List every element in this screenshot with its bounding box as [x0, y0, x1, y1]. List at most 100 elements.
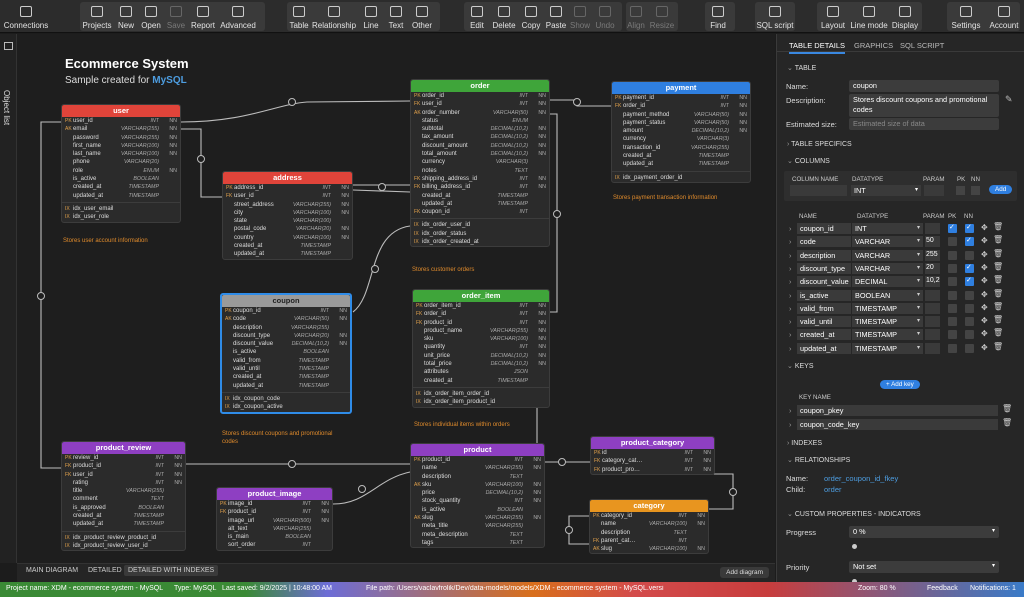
line-mode-button[interactable]: Line mode: [845, 0, 893, 33]
pk-checkbox[interactable]: [948, 250, 957, 260]
column-name-input[interactable]: created_at: [797, 329, 851, 341]
column-name-input[interactable]: description: [797, 249, 851, 261]
expand-icon[interactable]: ›: [789, 290, 792, 300]
pk-checkbox[interactable]: [948, 330, 957, 340]
table-header[interactable]: address: [223, 172, 352, 184]
column-type-select[interactable]: BOOLEAN: [852, 289, 923, 301]
column-name-input[interactable]: discount_value: [797, 276, 851, 288]
drag-handle-icon[interactable]: ✥: [981, 236, 988, 246]
expand-icon[interactable]: ›: [789, 303, 792, 313]
pk-checkbox[interactable]: [948, 290, 957, 300]
table-header[interactable]: order: [411, 80, 549, 92]
table-name-input[interactable]: coupon: [849, 80, 999, 92]
pk-checkbox[interactable]: [948, 263, 957, 273]
table-header[interactable]: coupon: [222, 295, 350, 307]
object-list-sidebar[interactable]: Object list: [0, 34, 17, 563]
column-type-select[interactable]: TIMESTAMP: [852, 316, 923, 328]
text-button[interactable]: Text: [372, 0, 420, 33]
new-column-pk-checkbox[interactable]: [956, 186, 965, 195]
column-param-input[interactable]: [925, 316, 940, 328]
delete-column-icon[interactable]: 🗑: [993, 315, 1004, 325]
pk-checkbox[interactable]: [948, 303, 957, 313]
edit-button[interactable]: Edit: [453, 0, 501, 33]
pk-checkbox[interactable]: [948, 317, 957, 327]
tab-main-diagram[interactable]: MAIN DIAGRAM: [26, 567, 79, 574]
estimated-size-input[interactable]: Estimated size of data: [849, 118, 999, 130]
table-header[interactable]: product_review: [62, 442, 185, 454]
undo-button[interactable]: Undo: [581, 0, 629, 33]
nn-checkbox[interactable]: [965, 236, 974, 247]
find-button[interactable]: Find: [694, 0, 742, 33]
pk-checkbox[interactable]: [948, 223, 957, 233]
column-name-input[interactable]: valid_from: [797, 302, 851, 314]
section-indexes[interactable]: INDEXES: [787, 440, 822, 447]
delete-column-icon[interactable]: 🗑: [993, 222, 1004, 231]
sidebar-toggle-icon[interactable]: [4, 42, 13, 50]
new-column-param-input[interactable]: [924, 185, 944, 196]
column-name-input[interactable]: is_active: [797, 289, 851, 301]
table-header[interactable]: product_image: [217, 488, 332, 500]
column-param-input[interactable]: 10,2: [925, 276, 940, 288]
tab-graphics[interactable]: GRAPHICS: [854, 41, 894, 50]
expand-icon[interactable]: ›: [789, 317, 792, 327]
table-header[interactable]: category: [590, 500, 708, 512]
section-columns[interactable]: COLUMNS: [787, 157, 830, 165]
section-keys[interactable]: KEYS: [787, 362, 814, 370]
add-column-button[interactable]: Add: [989, 185, 1013, 194]
delete-column-icon[interactable]: 🗑: [993, 288, 1004, 298]
save-button[interactable]: Save: [152, 0, 200, 33]
notifications-link[interactable]: Notifications: 1: [970, 585, 1016, 592]
delete-button[interactable]: Delete: [480, 0, 528, 33]
column-type-select[interactable]: VARCHAR: [852, 249, 923, 261]
column-row[interactable]: ›discount_typeVARCHAR20✥🗑: [777, 262, 1024, 276]
diagram-canvas[interactable]: Ecommerce System Sample created for MySQ…: [17, 34, 775, 563]
key-row[interactable]: ›coupon_pkey🗑: [789, 404, 1013, 416]
column-type-select[interactable]: TIMESTAMP: [852, 302, 923, 314]
